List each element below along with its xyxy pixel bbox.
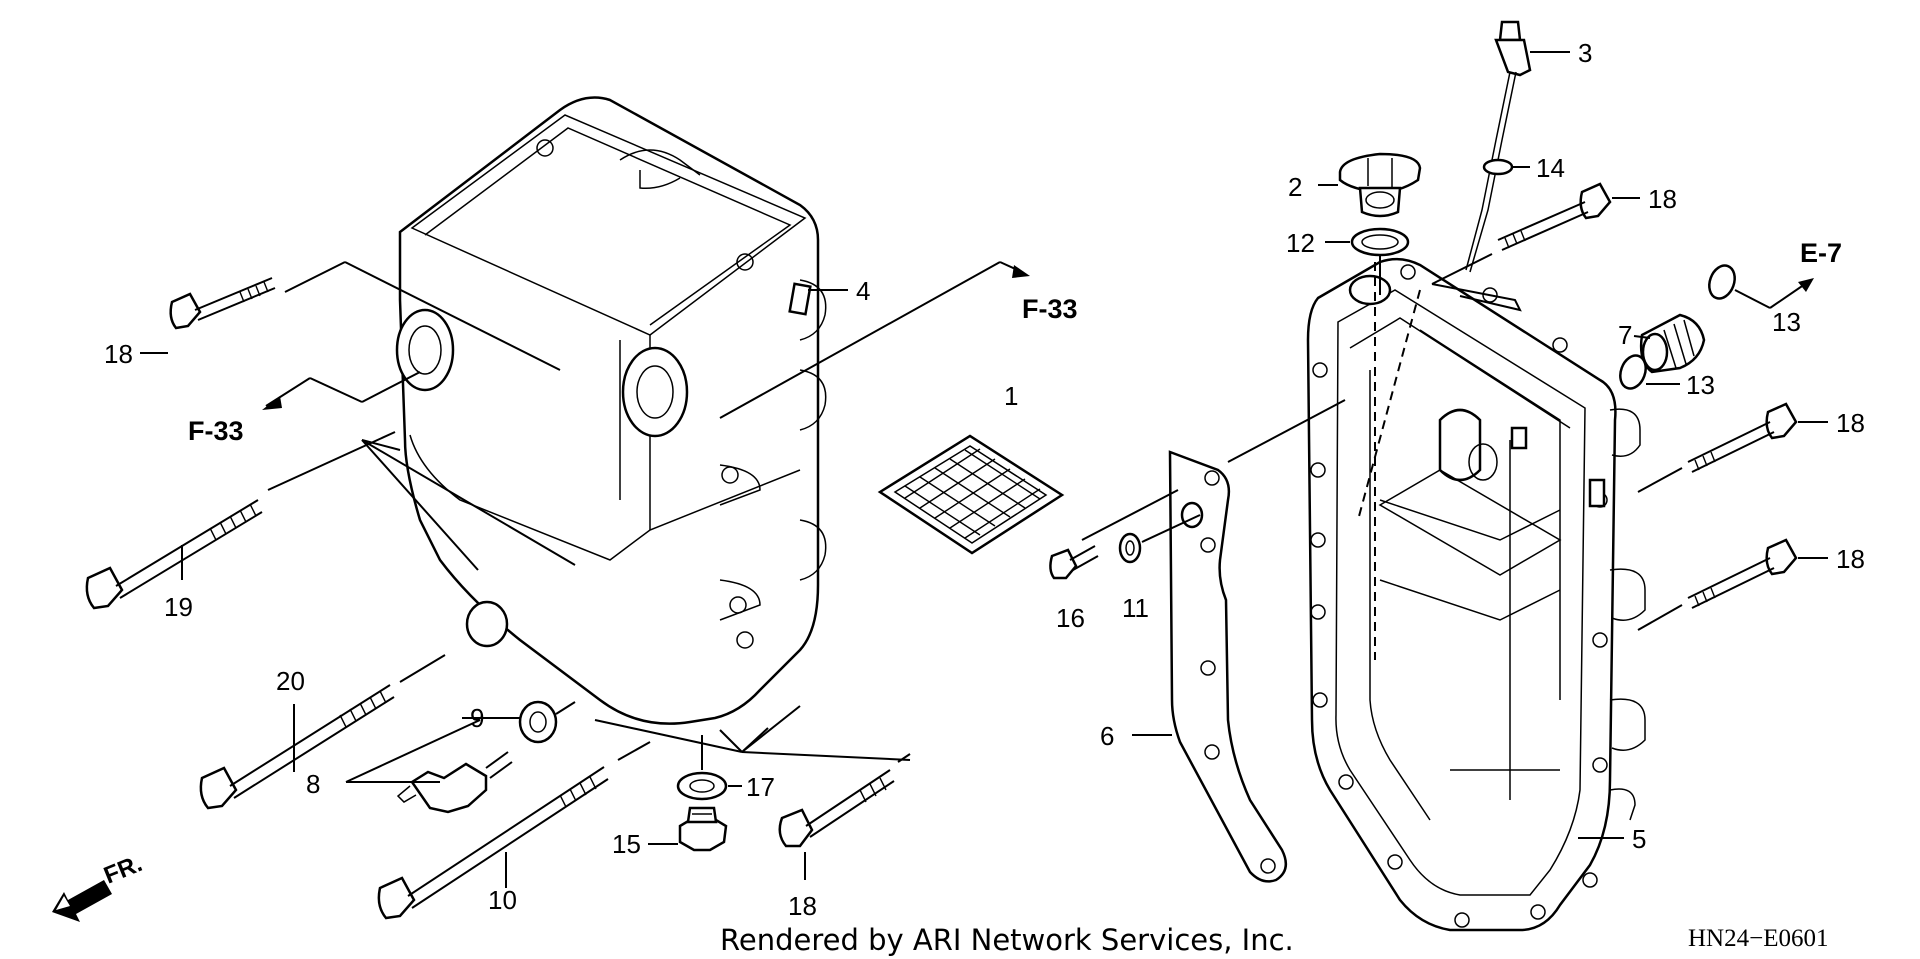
callout-16[interactable]: 16 <box>1056 603 1085 633</box>
ref-f33-center[interactable]: F-33 <box>1022 294 1078 324</box>
callout-6[interactable]: 6 <box>1100 721 1114 751</box>
callout-11[interactable]: 11 <box>1122 593 1149 623</box>
callout-13-lower[interactable]: 13 <box>1686 370 1715 400</box>
callout-12[interactable]: 12 <box>1286 228 1315 258</box>
callout-18[interactable]: 18 <box>104 339 133 369</box>
callout-18-top-right[interactable]: 18 <box>1648 184 1677 214</box>
front-direction-indicator: FR. <box>52 850 146 922</box>
callout-4[interactable]: 4 <box>856 276 870 306</box>
part-7-joint[interactable] <box>1639 313 1706 374</box>
part-9-washer[interactable] <box>518 700 558 744</box>
ref-e7[interactable]: E-7 <box>1800 238 1842 268</box>
part-3-dipstick[interactable] <box>1465 20 1532 273</box>
part-18-bolt-bottom[interactable] <box>778 769 895 848</box>
callout-18-right-middle[interactable]: 18 <box>1836 408 1865 438</box>
callout-14[interactable]: 14 <box>1536 153 1565 183</box>
part-4-oil-case[interactable] <box>395 96 827 725</box>
callout-labels: 18 19 20 9 8 10 17 15 18 4 1 16 11 6 5 2… <box>104 38 1865 921</box>
callout-15[interactable]: 15 <box>612 829 641 859</box>
callout-7[interactable]: 7 <box>1618 320 1632 350</box>
callout-19[interactable]: 19 <box>164 592 193 622</box>
part-11-washer[interactable] <box>1118 532 1142 564</box>
part-1-oil-strainer[interactable] <box>877 434 1065 555</box>
part-17-sealing-washer[interactable] <box>676 771 728 801</box>
ref-f33-left[interactable]: F-33 <box>188 416 244 446</box>
callout-5[interactable]: 5 <box>1632 824 1646 854</box>
part-18-bolt-left-top[interactable] <box>169 277 276 330</box>
leader-lines <box>140 51 1828 888</box>
assembly-centerlines <box>1357 262 1421 660</box>
callout-20[interactable]: 20 <box>276 666 305 696</box>
callout-17[interactable]: 17 <box>746 772 775 802</box>
part-18-bolt-right-lower[interactable] <box>1687 538 1798 609</box>
front-arrow-icon <box>52 880 112 922</box>
callout-9[interactable]: 9 <box>470 703 484 733</box>
front-label: FR. <box>100 850 146 890</box>
part-8-oil-pressure-switch[interactable] <box>396 751 513 814</box>
part-12-o-ring[interactable] <box>1350 227 1410 257</box>
reference-arrowheads <box>262 265 1814 410</box>
part-13-o-ring-upper[interactable] <box>1705 262 1739 302</box>
part-14-o-ring[interactable] <box>1482 158 1514 176</box>
part-19-bolt[interactable] <box>85 499 263 610</box>
part-16-bolt[interactable] <box>1049 545 1099 580</box>
reference-labels: F-33 F-33 E-7 <box>188 238 1842 446</box>
part-5-oil-pan-housing[interactable] <box>1306 257 1646 932</box>
part-20-bolt[interactable] <box>199 684 395 810</box>
part-18-bolt-right-middle[interactable] <box>1687 402 1798 473</box>
callout-18-bottom[interactable]: 18 <box>788 891 817 921</box>
part-10-bolt[interactable] <box>377 766 609 920</box>
callout-10[interactable]: 10 <box>488 885 517 915</box>
callout-8[interactable]: 8 <box>306 769 320 799</box>
callout-1[interactable]: 1 <box>1004 381 1018 411</box>
callout-18-right-lower[interactable]: 18 <box>1836 544 1865 574</box>
part-13-o-ring-lower[interactable] <box>1616 352 1650 392</box>
diagram-code: HN24−E0601 <box>1688 925 1828 952</box>
callout-3[interactable]: 3 <box>1578 38 1592 68</box>
part-18-bolt-top-right[interactable] <box>1497 182 1612 251</box>
callout-13-upper[interactable]: 13 <box>1772 307 1801 337</box>
part-6-gasket[interactable] <box>1168 450 1288 883</box>
callout-2[interactable]: 2 <box>1288 172 1302 202</box>
part-2-oil-filler-cap[interactable] <box>1338 152 1422 218</box>
render-credit: Rendered by ARI Network Services, Inc. <box>720 923 1294 957</box>
part-15-drain-plug[interactable] <box>678 806 728 852</box>
